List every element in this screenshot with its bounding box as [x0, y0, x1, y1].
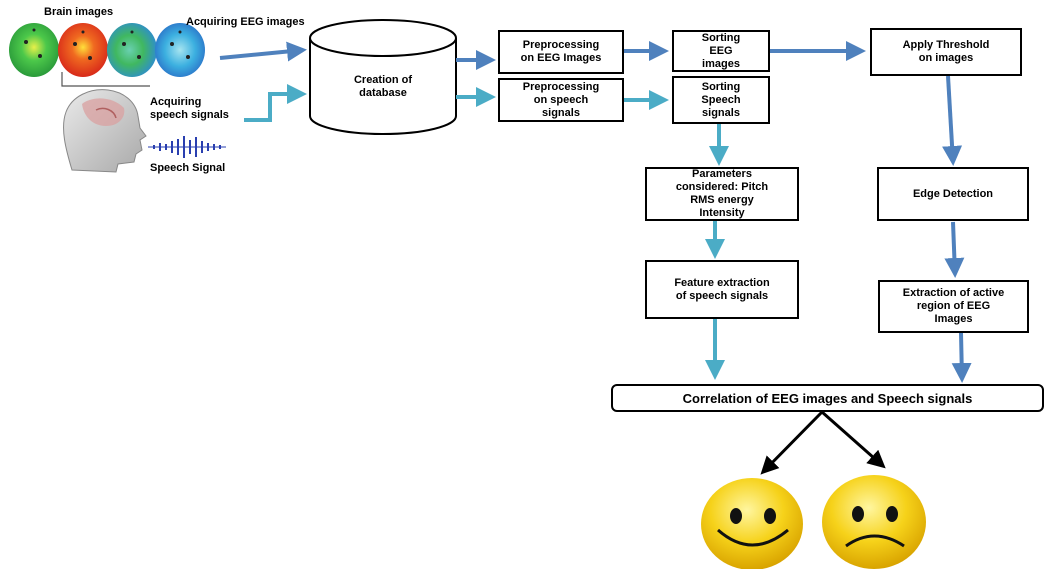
node-preprocessing-eeg: Preprocessing on EEG Images	[498, 30, 624, 74]
eeg-brain-map-icon	[107, 23, 157, 77]
brain-images-label: Brain images	[44, 6, 114, 18]
arrow-speech-to-db	[244, 84, 307, 122]
node-apply-threshold: Apply Threshold on images	[870, 28, 1022, 76]
node-correlation: Correlation of EEG images and Speech sig…	[611, 384, 1044, 412]
database-node: Creation of database	[353, 74, 413, 99]
speech-waveform-icon	[148, 136, 226, 158]
node-feature-extraction: Feature extraction of speech signals	[645, 260, 799, 319]
eeg-brain-maps	[9, 23, 205, 77]
arrow-threshold-to-edge	[942, 75, 963, 166]
arrow-active-to-corr	[951, 332, 972, 383]
arrow-corr-to-happy	[760, 410, 824, 475]
arrow-edge-to-active	[944, 221, 965, 278]
speech-signal-label: Speech Signal	[150, 162, 226, 174]
head-profile-icon	[63, 89, 147, 173]
eeg-brain-map-icon	[58, 23, 108, 77]
acquiring-eeg-label: Acquiring EEG images	[186, 16, 305, 28]
node-preprocessing-speech: Preprocessing on speech signals	[498, 78, 624, 122]
arrow-eeg-to-db	[219, 41, 307, 62]
database-cylinder	[309, 19, 457, 135]
node-parameters: Parameters considered: Pitch RMS energy …	[645, 167, 799, 221]
node-active-region: Extraction of active region of EEG Image…	[878, 280, 1029, 333]
sad-face-icon	[822, 475, 926, 569]
happy-face-icon	[701, 478, 803, 569]
eeg-brain-map-icon	[9, 23, 59, 77]
connector-arrows	[219, 41, 972, 383]
arrow-corr-to-sad	[821, 410, 886, 469]
node-edge-detection: Edge Detection	[877, 167, 1029, 221]
node-sorting-eeg: Sorting EEG images	[672, 30, 770, 72]
bracket-line	[61, 72, 150, 87]
node-sorting-speech: Sorting Speech signals	[672, 76, 770, 124]
eeg-brain-map-icon	[155, 23, 205, 77]
acquiring-speech-label: Acquiring speech signals	[150, 96, 229, 121]
outcome-arrows	[760, 410, 886, 475]
